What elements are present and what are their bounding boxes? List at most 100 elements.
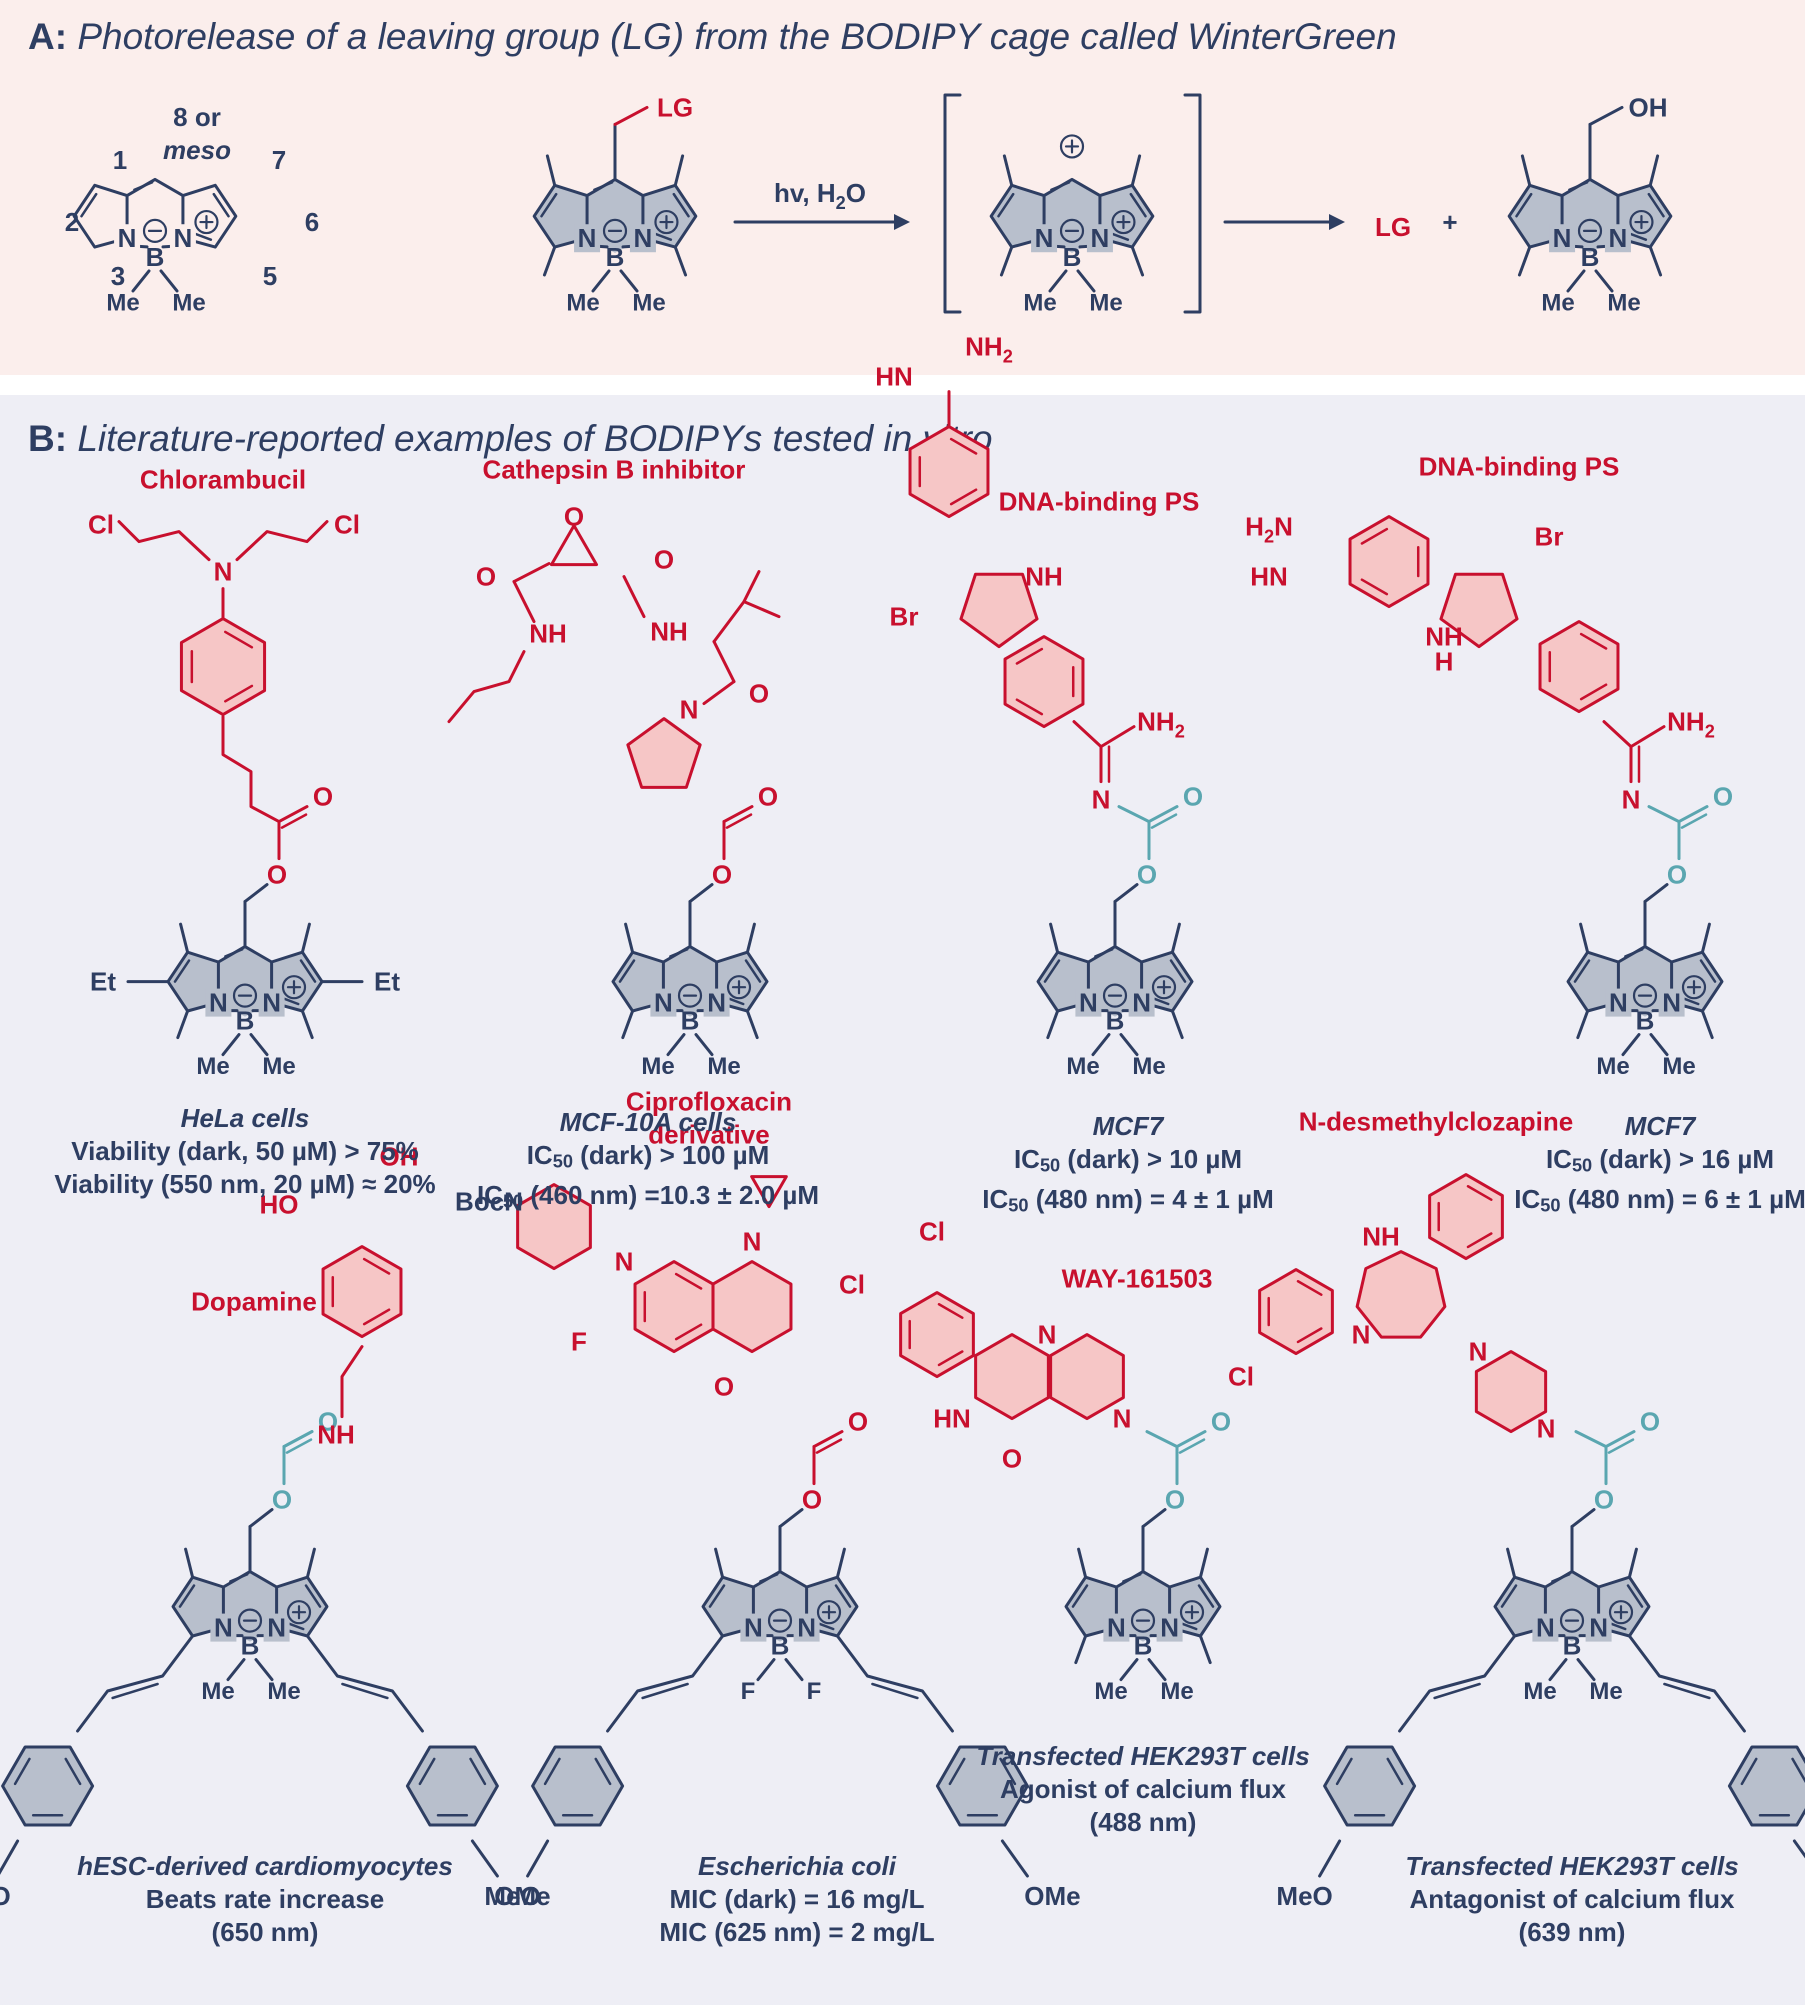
- compound-name: Chlorambucil: [140, 465, 306, 495]
- double-bond: [674, 1323, 703, 1341]
- bromine-label: Br: [890, 602, 919, 632]
- double-bond: [173, 959, 191, 983]
- positive-charge-icon: [1608, 1600, 1634, 1625]
- benzene-ring: [1538, 620, 1620, 714]
- boron-label: B: [146, 242, 165, 272]
- negative-charge-icon: [237, 1608, 263, 1633]
- benzene-ring: [899, 1291, 975, 1379]
- atom-bg: [263, 1613, 290, 1642]
- ketone-oxygen: O: [714, 1372, 734, 1402]
- bodipy-core-fill: [753, 1571, 807, 1642]
- boron-label: B: [1134, 1631, 1153, 1661]
- negative-charge-icon: [1559, 1608, 1585, 1633]
- boron-substituent: Me: [267, 1678, 300, 1705]
- bond: [159, 269, 179, 293]
- double-bond: [1360, 527, 1389, 545]
- positive-charge-icon: [816, 1600, 842, 1625]
- benzene-ring: [1428, 1173, 1504, 1261]
- bond: [0, 1839, 20, 1875]
- result-line: Beats rate increase: [145, 1884, 385, 1914]
- chlorine-label: Cl: [334, 510, 360, 540]
- negative-charge-icon: [1577, 218, 1603, 243]
- bond: [1643, 883, 1669, 904]
- bodipy-core-fill: [1088, 946, 1142, 1017]
- negative-charge-icon: [1632, 983, 1658, 1008]
- negative-charge-icon: [1102, 983, 1128, 1008]
- positive-charge-icon: [1179, 1600, 1205, 1625]
- bond: [619, 269, 639, 293]
- positive-charge-icon: [1681, 975, 1707, 1000]
- cell-line: HeLa cells: [180, 1103, 310, 1133]
- bodipy-core-fill: [663, 946, 717, 1017]
- bond: [1119, 1033, 1139, 1057]
- bond: [812, 1430, 844, 1449]
- double-bond: [418, 1757, 436, 1786]
- bond: [282, 1430, 314, 1449]
- atom-bg: [1549, 224, 1576, 253]
- benzene-ring: [1003, 635, 1085, 729]
- reaction-conditions: hv, H2O: [774, 178, 866, 213]
- double-bond: [1433, 1682, 1481, 1700]
- double-bond: [708, 1584, 726, 1608]
- bond: [1175, 1430, 1207, 1449]
- double-bond: [949, 488, 978, 506]
- bond: [688, 883, 714, 904]
- nitrogen-label: N: [118, 223, 137, 253]
- piperazine-nitrogen: N: [1113, 1404, 1132, 1434]
- methoxy-label: MeO: [1276, 1881, 1332, 1911]
- negative-charge-icon: [232, 983, 258, 1008]
- ester-oxygen: O: [1667, 860, 1687, 890]
- result-line: MIC (dark) = 16 mg/L: [669, 1884, 925, 1914]
- arrow-head-icon: [1329, 214, 1345, 230]
- boron-substituent: Me: [641, 1053, 674, 1080]
- hydroxyl-label: OH: [1629, 92, 1668, 122]
- double-bond: [1129, 192, 1147, 218]
- piperazine-ring: [1049, 1333, 1125, 1421]
- methyl: [300, 922, 311, 954]
- ethyl-label: Et: [374, 967, 400, 997]
- methyl: [1170, 922, 1181, 954]
- methyl: [179, 922, 190, 954]
- pyrrolidine-ring: [626, 717, 702, 789]
- leaving-group-label: LG: [657, 92, 693, 122]
- double-bond: [759, 1573, 779, 1583]
- bond: [1576, 1658, 1596, 1682]
- nitrogen-label: N: [634, 223, 653, 253]
- methyl: [1700, 922, 1711, 954]
- nitrogen-label: N: [1662, 988, 1681, 1018]
- carbonyl-oxygen: O: [476, 562, 496, 592]
- boron-substituent: Me: [1607, 289, 1640, 316]
- double-bond: [815, 1438, 843, 1454]
- boron-label: B: [606, 242, 625, 272]
- nitrogen-label: N: [1132, 988, 1151, 1018]
- atom-bg: [1585, 1613, 1612, 1642]
- atom-bg: [1031, 224, 1058, 253]
- result-line: Viability (550 nm, 20 µM) ≈ 20%: [54, 1169, 436, 1199]
- double-bond: [1296, 1280, 1323, 1296]
- boron-substituent: Me: [1023, 289, 1056, 316]
- nitrogen-label: N: [174, 223, 193, 253]
- pyridone-ring: [711, 1260, 793, 1354]
- bond: [613, 105, 649, 126]
- panel-b-title-text: Literature-reported examples of BODIPYs …: [77, 418, 993, 459]
- benzene-ring: [405, 1745, 499, 1827]
- positive-charge-icon: [726, 975, 752, 1000]
- nitrogen-label: N: [209, 988, 228, 1018]
- bond: [1677, 805, 1709, 824]
- carbonyl-oxygen: O: [1640, 1407, 1660, 1437]
- double-bond: [672, 192, 690, 218]
- result-line: IC50 (dark) > 16 µM: [1545, 1144, 1775, 1176]
- chloroethyl-chain: [235, 520, 329, 562]
- methyl: [1002, 154, 1014, 187]
- nitrogen-label: N: [1035, 223, 1054, 253]
- indole-nh: NH: [1025, 562, 1063, 592]
- ring-nitrogen: N: [1038, 1320, 1057, 1350]
- piperazine-nitrogen: N: [1537, 1414, 1556, 1444]
- bond: [1113, 883, 1139, 904]
- carbonyl-oxygen: O: [313, 782, 333, 812]
- methyl: [1198, 1634, 1212, 1665]
- compound-name: DNA-binding PS: [999, 487, 1200, 517]
- double-bond: [1680, 813, 1708, 829]
- ester-oxygen: O: [267, 860, 287, 890]
- bond: [622, 575, 646, 619]
